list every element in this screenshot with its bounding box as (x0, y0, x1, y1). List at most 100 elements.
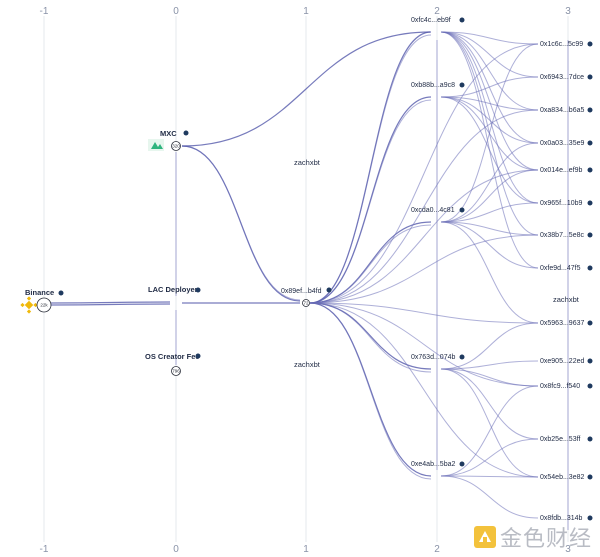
os-creator-fee-badge (171, 366, 181, 376)
hub-dot[interactable] (326, 287, 332, 293)
node-c3-dot[interactable] (587, 474, 593, 480)
binance-label: Binance (25, 288, 54, 297)
node-c3-label: 0x014e...ef9b (540, 167, 583, 174)
node-c3-dot[interactable] (587, 167, 593, 173)
mxc-badge (171, 141, 181, 151)
node-c3-dot[interactable] (587, 515, 593, 521)
edge (440, 221, 539, 324)
node-c3-dot[interactable] (587, 74, 593, 80)
binance-badge (36, 297, 52, 313)
edge (440, 142, 539, 223)
node-c3-dot[interactable] (587, 107, 593, 113)
node-c3-label: 0x54eb...3e82 (540, 474, 584, 481)
node-c3-dot[interactable] (587, 232, 593, 238)
node-mxc[interactable]: 320 MXC (148, 129, 189, 151)
axis-top-label: -1 (40, 6, 49, 17)
hub-badge (302, 299, 310, 307)
edge (440, 475, 539, 519)
node-c3-dot[interactable] (587, 320, 593, 326)
node-c3-label: 0xa834...b6a5 (540, 107, 584, 114)
node-c2[interactable]: 0x763d...074b (411, 354, 465, 361)
edge (309, 302, 432, 480)
edge (181, 31, 431, 147)
edge (440, 360, 539, 370)
node-c2-label: 0xcda0...4c81 (411, 207, 455, 214)
node-c3-dot[interactable] (587, 200, 593, 206)
node-c2-dot[interactable] (459, 354, 465, 360)
os-creator-fee-label: OS Creator Fee (145, 352, 200, 361)
node-c3-dot[interactable] (587, 383, 593, 389)
hub-label: 0x89ef...b4fd (281, 288, 322, 295)
node-c3-label: 0x6943...7dce (540, 74, 584, 81)
node-c3-label: 0x1c6c...5c99 (540, 41, 583, 48)
node-c3[interactable]: 0xe905...22ed (540, 358, 593, 365)
axis-bottom-label: -1 (40, 544, 49, 555)
node-c3[interactable]: 0x8fdb...314b (540, 515, 593, 522)
cluster-label: zachxbt (294, 360, 321, 369)
node-lac-deployer[interactable]: LAC Deployer (148, 285, 201, 294)
node-c2-label: 0xfc4c...eb9f (411, 17, 451, 24)
node-c2[interactable]: 0xcda0...4c81 (411, 207, 465, 214)
edge (440, 322, 539, 370)
node-c2-dot[interactable] (459, 207, 465, 213)
node-c3[interactable]: 0xfe9d...47f5 (540, 265, 593, 272)
node-c3-dot[interactable] (587, 358, 593, 364)
node-c3[interactable]: 0x965f...10b9 (540, 200, 593, 207)
node-c3[interactable]: 0x38b7...5e8c (540, 232, 593, 239)
axis-bottom-label: 3 (565, 544, 571, 555)
node-c3[interactable]: 0x0a03...35e9 (540, 140, 593, 147)
mxc-dot[interactable] (183, 130, 189, 136)
node-c3-dot[interactable] (587, 41, 593, 47)
edge-layer (50, 31, 569, 530)
node-c3[interactable]: 0x1c6c...5c99 (540, 41, 593, 48)
node-hub[interactable]: 0x89ef...b4fd 72 (281, 287, 332, 307)
node-c3[interactable]: 0x6943...7dce (540, 74, 593, 81)
node-binance[interactable]: 22k Binance (20, 288, 64, 314)
binance-dot[interactable] (58, 290, 64, 296)
node-c2-dot[interactable] (459, 82, 465, 88)
lac-deployer-label: LAC Deployer (148, 285, 198, 294)
edge (309, 234, 539, 304)
node-os-creator-fee[interactable]: OS Creator Fee 796 (145, 352, 201, 376)
edge (309, 302, 539, 324)
edge (440, 368, 539, 440)
node-c3-label: 0xb25e...53ff (540, 436, 580, 443)
node-c2-label: 0x763d...074b (411, 354, 455, 361)
node-c3[interactable]: 0x54eb...3e82 (540, 474, 593, 481)
node-c2[interactable]: 0xb88b...a9c8 (411, 82, 465, 89)
edge (440, 221, 539, 236)
edge (440, 475, 539, 478)
node-c2[interactable]: 0xfc4c...eb9f (411, 17, 465, 24)
node-c3-label: 0xfe9d...47f5 (540, 265, 581, 272)
node-c3-dot[interactable] (587, 265, 593, 271)
node-c3[interactable]: 0xb25e...53ff (540, 436, 593, 443)
edge (309, 302, 539, 387)
node-c3-label: 0x5963...9637 (540, 320, 584, 327)
os-creator-fee-dot[interactable] (195, 353, 201, 359)
node-c3[interactable]: 0xa834...b6a5 (540, 107, 593, 114)
node-c3[interactable]: 0x014e...ef9b (540, 167, 593, 174)
edge (440, 31, 539, 204)
node-c2-label: 0xb88b...a9c8 (411, 82, 455, 89)
edge (181, 145, 301, 301)
node-c2-dot[interactable] (459, 461, 465, 467)
node-c2-dot[interactable] (459, 17, 465, 23)
column-guides (43, 16, 569, 542)
axis-bottom: -1 0 1 2 3 (40, 544, 572, 555)
axis-top-label: 1 (303, 6, 309, 17)
axis-top-label: 3 (565, 6, 571, 17)
node-c2[interactable]: 0xe4ab...5ba2 (411, 461, 465, 468)
edge (440, 76, 539, 98)
node-c3-dot[interactable] (587, 436, 593, 442)
node-c3-dot[interactable] (587, 140, 593, 146)
edge (309, 109, 539, 304)
lac-deployer-dot[interactable] (195, 287, 201, 293)
edge (440, 31, 539, 111)
axis-top-label: 0 (173, 6, 179, 17)
edge (440, 368, 539, 478)
mxc-badge-text: 320 (172, 144, 180, 149)
node-c3[interactable]: 0x8fc9...f540 (540, 383, 593, 390)
node-c3-label: 0x0a03...35e9 (540, 140, 584, 147)
node-c3[interactable]: 0x5963...9637 (540, 320, 593, 327)
